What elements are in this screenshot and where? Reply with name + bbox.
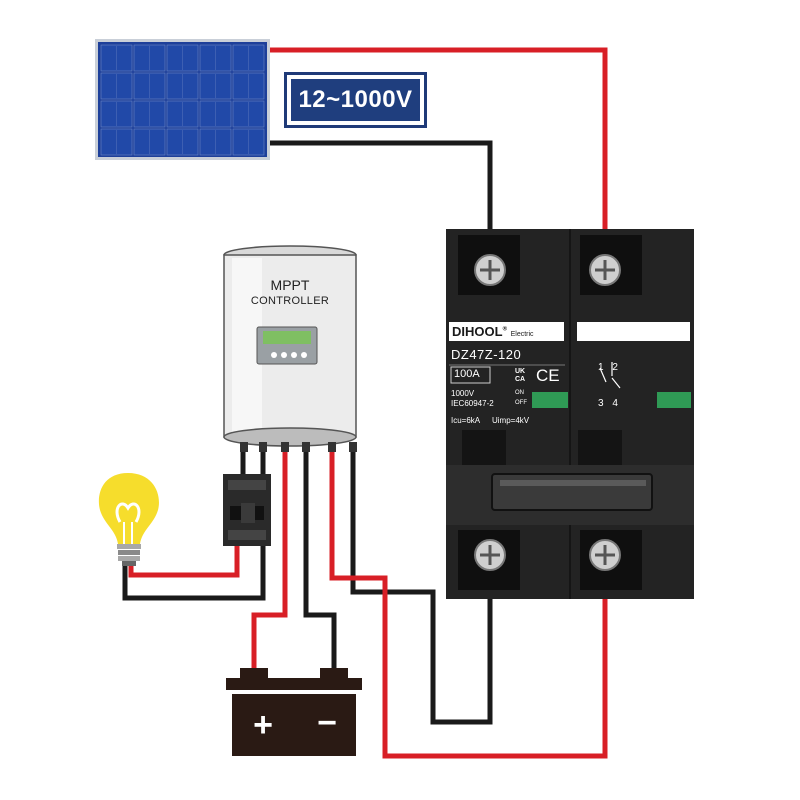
- battery: + −: [226, 668, 362, 756]
- load-positive-wire: [128, 545, 240, 578]
- breaker-on-label: ON: [515, 390, 524, 396]
- controller-label-line2: CONTROLLER: [250, 295, 330, 307]
- mppt-controller: [223, 245, 357, 452]
- load-switch: [223, 474, 271, 546]
- breaker-model: DZ47Z-120: [451, 347, 522, 362]
- voltage-range-badge: 12~1000V: [284, 72, 427, 128]
- breaker-off-label: OFF: [515, 400, 527, 406]
- breaker-out-positive-wire: [329, 448, 608, 759]
- breaker-terminal-top: 1 2: [598, 362, 618, 373]
- breaker-brand: DIHOOL® Electric: [452, 324, 534, 339]
- voltage-range-label: 12~1000V: [291, 79, 420, 121]
- battery-minus-label: −: [317, 704, 337, 742]
- breaker-ce-mark: CE: [536, 366, 560, 385]
- light-bulb: [98, 473, 159, 566]
- wires: [122, 47, 608, 759]
- breaker-voltage: 1000V: [451, 389, 475, 398]
- solar-cells: [100, 44, 265, 156]
- controller-label-line1: MPPT: [270, 277, 310, 293]
- panel-positive-wire: [268, 47, 608, 232]
- breaker-out-negative-wire: [350, 448, 493, 725]
- breaker-brand-suffix: Electric: [510, 331, 534, 338]
- battery-negative-wire: [303, 448, 337, 676]
- breaker-icu: Icu=6kA: [451, 416, 481, 425]
- panel-negative-wire: [268, 140, 493, 232]
- battery-plus-label: +: [253, 706, 273, 744]
- battery-positive-wire: [251, 448, 288, 676]
- breaker-standard: IEC60947-2: [451, 399, 494, 408]
- breaker-rating: 100A: [454, 368, 480, 380]
- solar-panel: [95, 39, 270, 160]
- breaker-terminal-bottom: 3 4: [598, 398, 618, 409]
- breaker-ukca-mark: UK CA: [515, 368, 526, 383]
- circuit-breaker: [446, 229, 694, 599]
- breaker-brand-name: DIHOOL: [452, 324, 503, 339]
- breaker-uimp: Uimp=4kV: [492, 416, 530, 425]
